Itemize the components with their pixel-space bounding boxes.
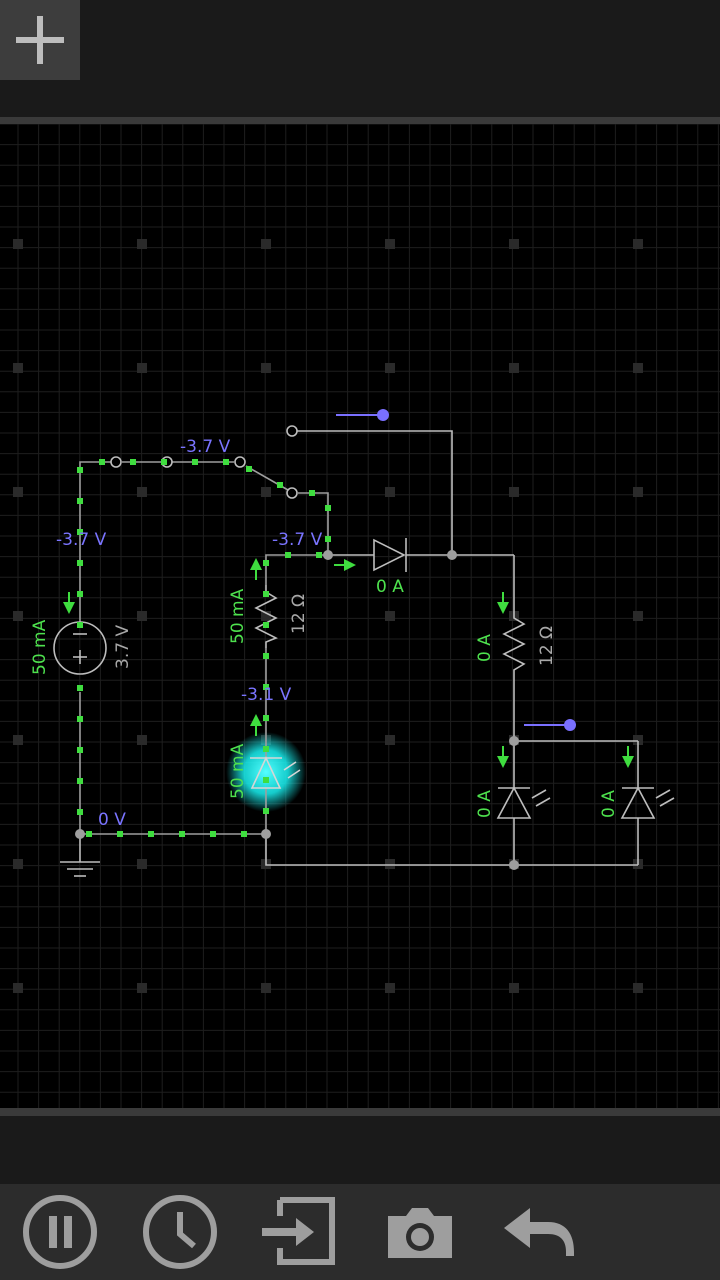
current-label-led-right: 0 A bbox=[599, 790, 619, 818]
resistor-left-value-label: 12 Ω bbox=[289, 594, 309, 634]
voltage-label-led: -3.1 V bbox=[241, 685, 292, 705]
top-bar bbox=[0, 0, 720, 117]
current-label-battery: 50 mA bbox=[30, 619, 50, 675]
diode[interactable] bbox=[373, 538, 407, 572]
junction-nodes bbox=[75, 550, 519, 870]
import-icon bbox=[262, 1197, 335, 1265]
add-component-button[interactable] bbox=[0, 0, 80, 80]
top-separator bbox=[0, 117, 720, 124]
led-left[interactable] bbox=[250, 756, 301, 789]
current-label-led-mid: 0 A bbox=[475, 790, 495, 818]
current-label-led-left: 50 mA bbox=[228, 743, 248, 799]
led-right[interactable] bbox=[620, 786, 675, 819]
led-glow bbox=[226, 732, 306, 812]
probe-top[interactable] bbox=[336, 409, 389, 421]
grid bbox=[0, 124, 720, 1110]
current-label-resistor-right: 0 A bbox=[475, 634, 495, 662]
clock-icon bbox=[143, 1195, 217, 1269]
bottom-panel bbox=[0, 1116, 720, 1184]
current-label-resistor-left: 50 mA bbox=[228, 588, 248, 644]
voltage-label-left: -3.7 V bbox=[56, 530, 107, 550]
import-button[interactable] bbox=[256, 1190, 340, 1274]
grid-dots bbox=[13, 239, 643, 993]
battery-voltage-label: 3.7 V bbox=[113, 625, 133, 669]
bottom-separator bbox=[0, 1108, 720, 1116]
pause-button[interactable] bbox=[18, 1190, 102, 1274]
resistor-right-value-label: 12 Ω bbox=[537, 626, 557, 666]
current-dots bbox=[77, 459, 331, 837]
voltage-label-top: -3.7 V bbox=[180, 437, 231, 457]
probe-right[interactable] bbox=[524, 719, 576, 731]
bottom-toolbar bbox=[0, 1184, 720, 1280]
resistor-left[interactable] bbox=[254, 585, 278, 648]
switch-terminals[interactable] bbox=[110, 425, 298, 499]
undo-button[interactable] bbox=[498, 1190, 582, 1274]
clock-button[interactable] bbox=[138, 1190, 222, 1274]
camera-button[interactable] bbox=[378, 1190, 462, 1274]
current-arrows bbox=[63, 558, 634, 768]
camera-icon bbox=[388, 1208, 452, 1258]
led-middle[interactable] bbox=[496, 786, 551, 819]
voltage-label-ground: 0 V bbox=[98, 810, 126, 830]
resistor-right[interactable] bbox=[502, 612, 526, 680]
circuit-diagram[interactable]: -3.7 V -3.7 V -3.7 V -3.1 V 0 V 50 mA 50… bbox=[0, 124, 720, 1110]
undo-icon bbox=[504, 1208, 574, 1256]
voltage-label-mid: -3.7 V bbox=[272, 530, 323, 550]
pause-icon bbox=[23, 1195, 97, 1269]
plus-icon bbox=[16, 16, 64, 64]
circuit-canvas[interactable]: -3.7 V -3.7 V -3.7 V -3.1 V 0 V 50 mA 50… bbox=[0, 124, 720, 1110]
current-label-diode: 0 A bbox=[376, 577, 404, 597]
